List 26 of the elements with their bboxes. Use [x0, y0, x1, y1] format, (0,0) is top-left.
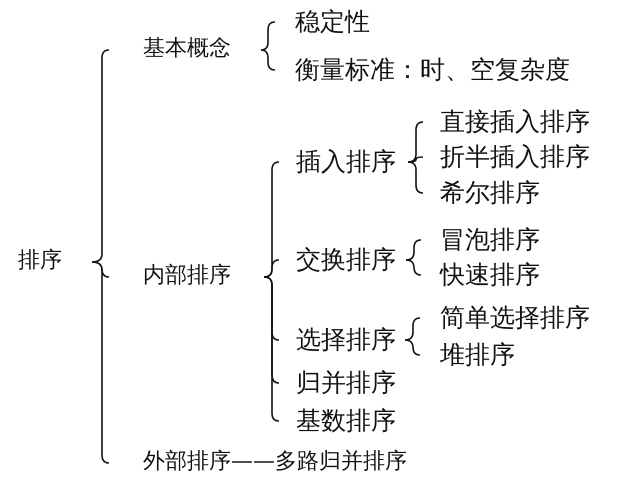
term-label: 内部排序	[109, 264, 264, 288]
term-label: 归并排序	[279, 368, 396, 396]
brace-connector	[408, 156, 424, 163]
brace-connector	[260, 49, 276, 71]
term-label: 基本概念	[109, 37, 261, 62]
brace-connector	[406, 259, 422, 276]
term-label: 冒泡排序	[421, 226, 540, 253]
term-label: 希尔排序	[423, 178, 540, 206]
term-label: 快速排序	[421, 260, 540, 288]
term-label: 排序	[18, 249, 92, 274]
brace-connector	[264, 259, 280, 278]
term-label: 衡量标准：时、空复杂度	[275, 56, 570, 83]
brace-connector	[404, 317, 421, 341]
term-label: 稳定性	[275, 8, 370, 35]
term-label: 直接插入排序	[423, 108, 590, 135]
term-label: 折半插入排序	[423, 142, 590, 170]
brace-connector	[406, 239, 422, 261]
term-label: 外部排序——多路归并排序	[109, 450, 407, 474]
term-label: 简单选择排序	[420, 304, 590, 331]
term-label: 交换排序	[279, 246, 406, 273]
term-label: 插入排序	[279, 148, 408, 175]
term-label: 堆排序	[420, 340, 515, 368]
brace-connector	[260, 21, 276, 51]
brace-connector	[404, 339, 421, 356]
term-label: 基数排序	[279, 406, 396, 434]
term-label: 选择排序	[279, 326, 405, 353]
